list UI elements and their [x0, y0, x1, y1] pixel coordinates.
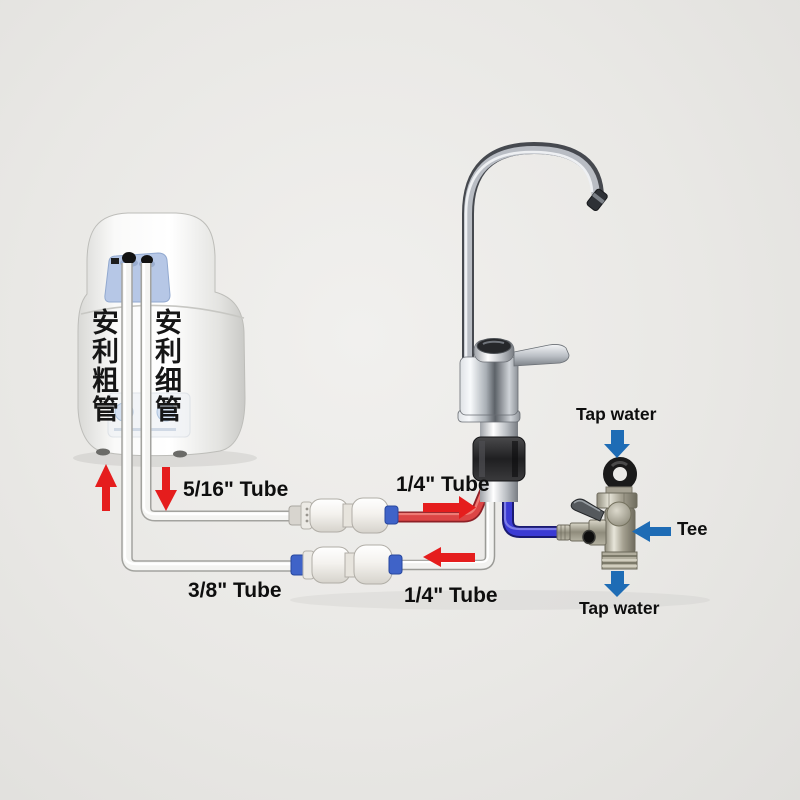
port-switch: [111, 258, 119, 264]
flow-arrow-down: [155, 467, 177, 511]
flow-arrow-up: [95, 464, 117, 511]
tap-water-arrow-bottom: [604, 571, 630, 597]
tee-valve: [556, 457, 638, 570]
tube-port-left: [122, 252, 136, 264]
label-5-16-tube: 5/16" Tube: [183, 478, 289, 501]
label-1-4-tube-top: 1/4" Tube: [396, 473, 490, 496]
flow-arrow-right: [423, 496, 476, 519]
unit-label-thick-tube: 安利粗管: [88, 308, 118, 424]
label-3-8-tube: 3/8" Tube: [188, 579, 282, 602]
unit-foot-left: [96, 448, 110, 456]
unit-foot-right: [173, 450, 187, 458]
tube-port-right: [141, 255, 153, 265]
label-tee: Tee: [677, 518, 708, 539]
sticker-logo-right: [156, 402, 176, 422]
faucet-gooseneck: [462, 141, 608, 372]
tube-5-16: [140, 263, 298, 522]
ground-shadow: [290, 590, 710, 610]
tee-side-outlet: [556, 519, 607, 546]
tube-1-4-white: [395, 478, 496, 571]
tube-3-8: [121, 263, 298, 572]
unit-label-thin-tube: 安利细管: [151, 308, 181, 424]
valve-lever: [570, 498, 605, 522]
purifier-shoulder-line: [80, 304, 245, 319]
flow-arrow-left: [423, 547, 475, 567]
faucet-handle: [513, 344, 570, 367]
quick-connector-top: [288, 497, 399, 534]
label-tap-water-top: Tap water: [576, 404, 657, 424]
label-tap-water-bottom: Tap water: [579, 598, 660, 618]
quick-connector-bottom: [290, 544, 403, 585]
tube-1-4-blue: [502, 486, 562, 538]
tee-pointer-arrow: [632, 521, 671, 542]
faucet-aerator: [586, 188, 608, 212]
label-1-4-tube-bottom: 1/4" Tube: [404, 584, 498, 607]
faucet-base: [457, 338, 570, 502]
faucet-body: [459, 356, 519, 416]
valve-port: [582, 529, 596, 545]
tap-water-arrow-top: [604, 430, 630, 458]
